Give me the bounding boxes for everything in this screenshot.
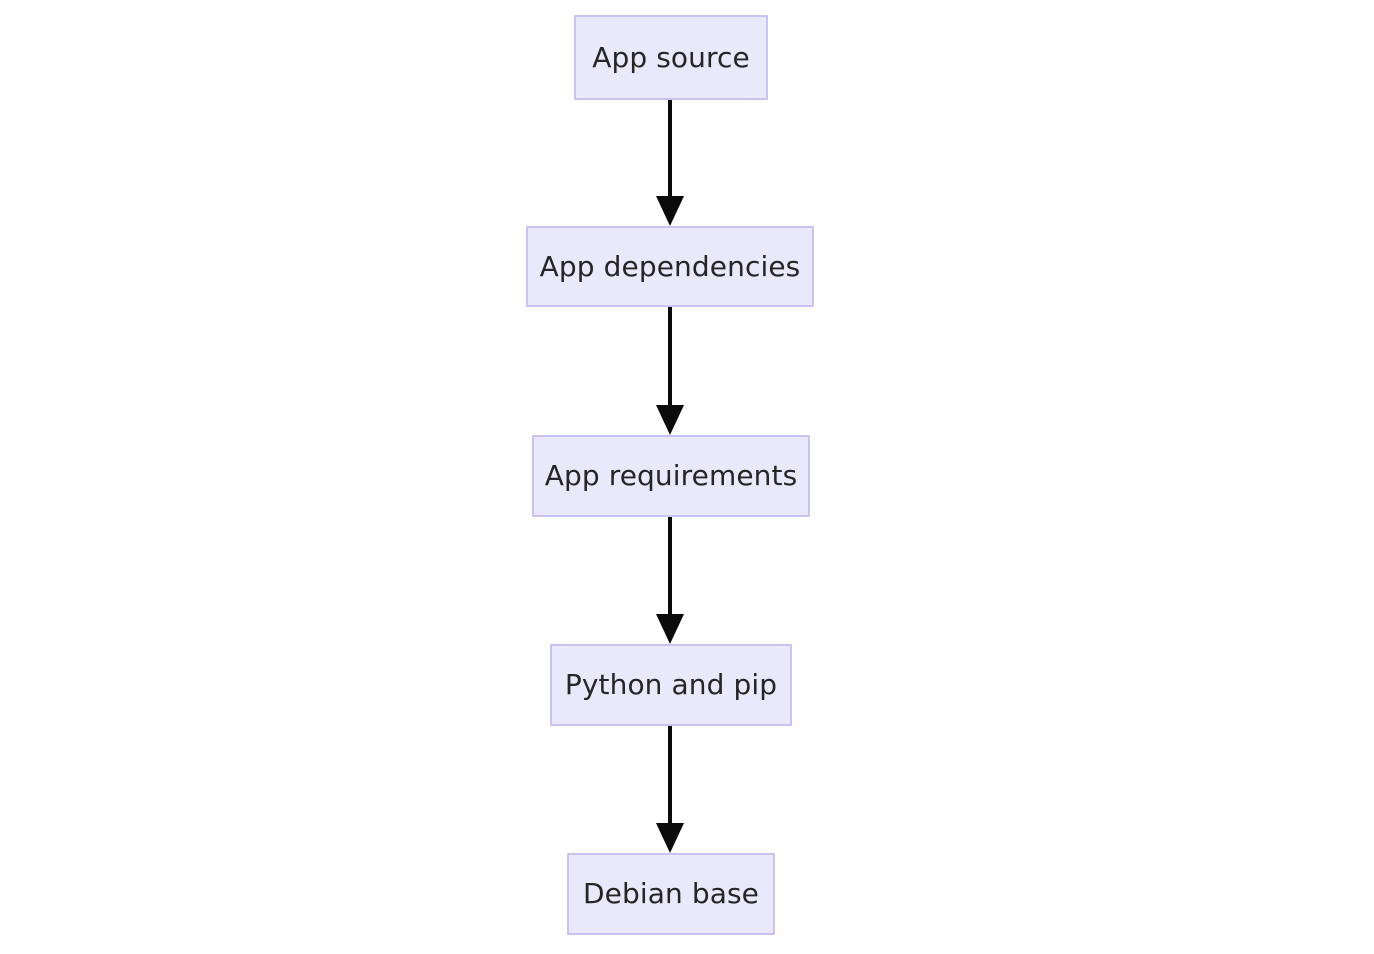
flow-node-app-dependencies[interactable]: App dependencies xyxy=(526,226,814,307)
flow-node-label: Debian base xyxy=(583,877,759,910)
edge-4-arrowhead xyxy=(656,823,684,853)
edge-3-arrowhead xyxy=(656,614,684,644)
flow-node-label: App requirements xyxy=(544,459,798,492)
flow-node-python-and-pip[interactable]: Python and pip xyxy=(550,644,792,726)
flow-node-label: Python and pip xyxy=(564,668,778,701)
flow-node-app-source[interactable]: App source xyxy=(574,15,768,100)
flow-node-app-requirements[interactable]: App requirements xyxy=(532,435,810,517)
flow-node-label: App source xyxy=(592,40,750,74)
edge-app-requirements-to-python-and-pip xyxy=(656,517,684,644)
edge-2-arrowhead xyxy=(656,405,684,435)
flow-node-label: App dependencies xyxy=(539,249,801,283)
edge-app-dependencies-to-app-requirements xyxy=(656,307,684,435)
edge-python-and-pip-to-debian-base xyxy=(656,726,684,853)
edge-app-source-to-app-dependencies xyxy=(656,100,684,226)
edge-1-arrowhead xyxy=(656,196,684,226)
flow-node-debian-base[interactable]: Debian base xyxy=(567,853,775,935)
